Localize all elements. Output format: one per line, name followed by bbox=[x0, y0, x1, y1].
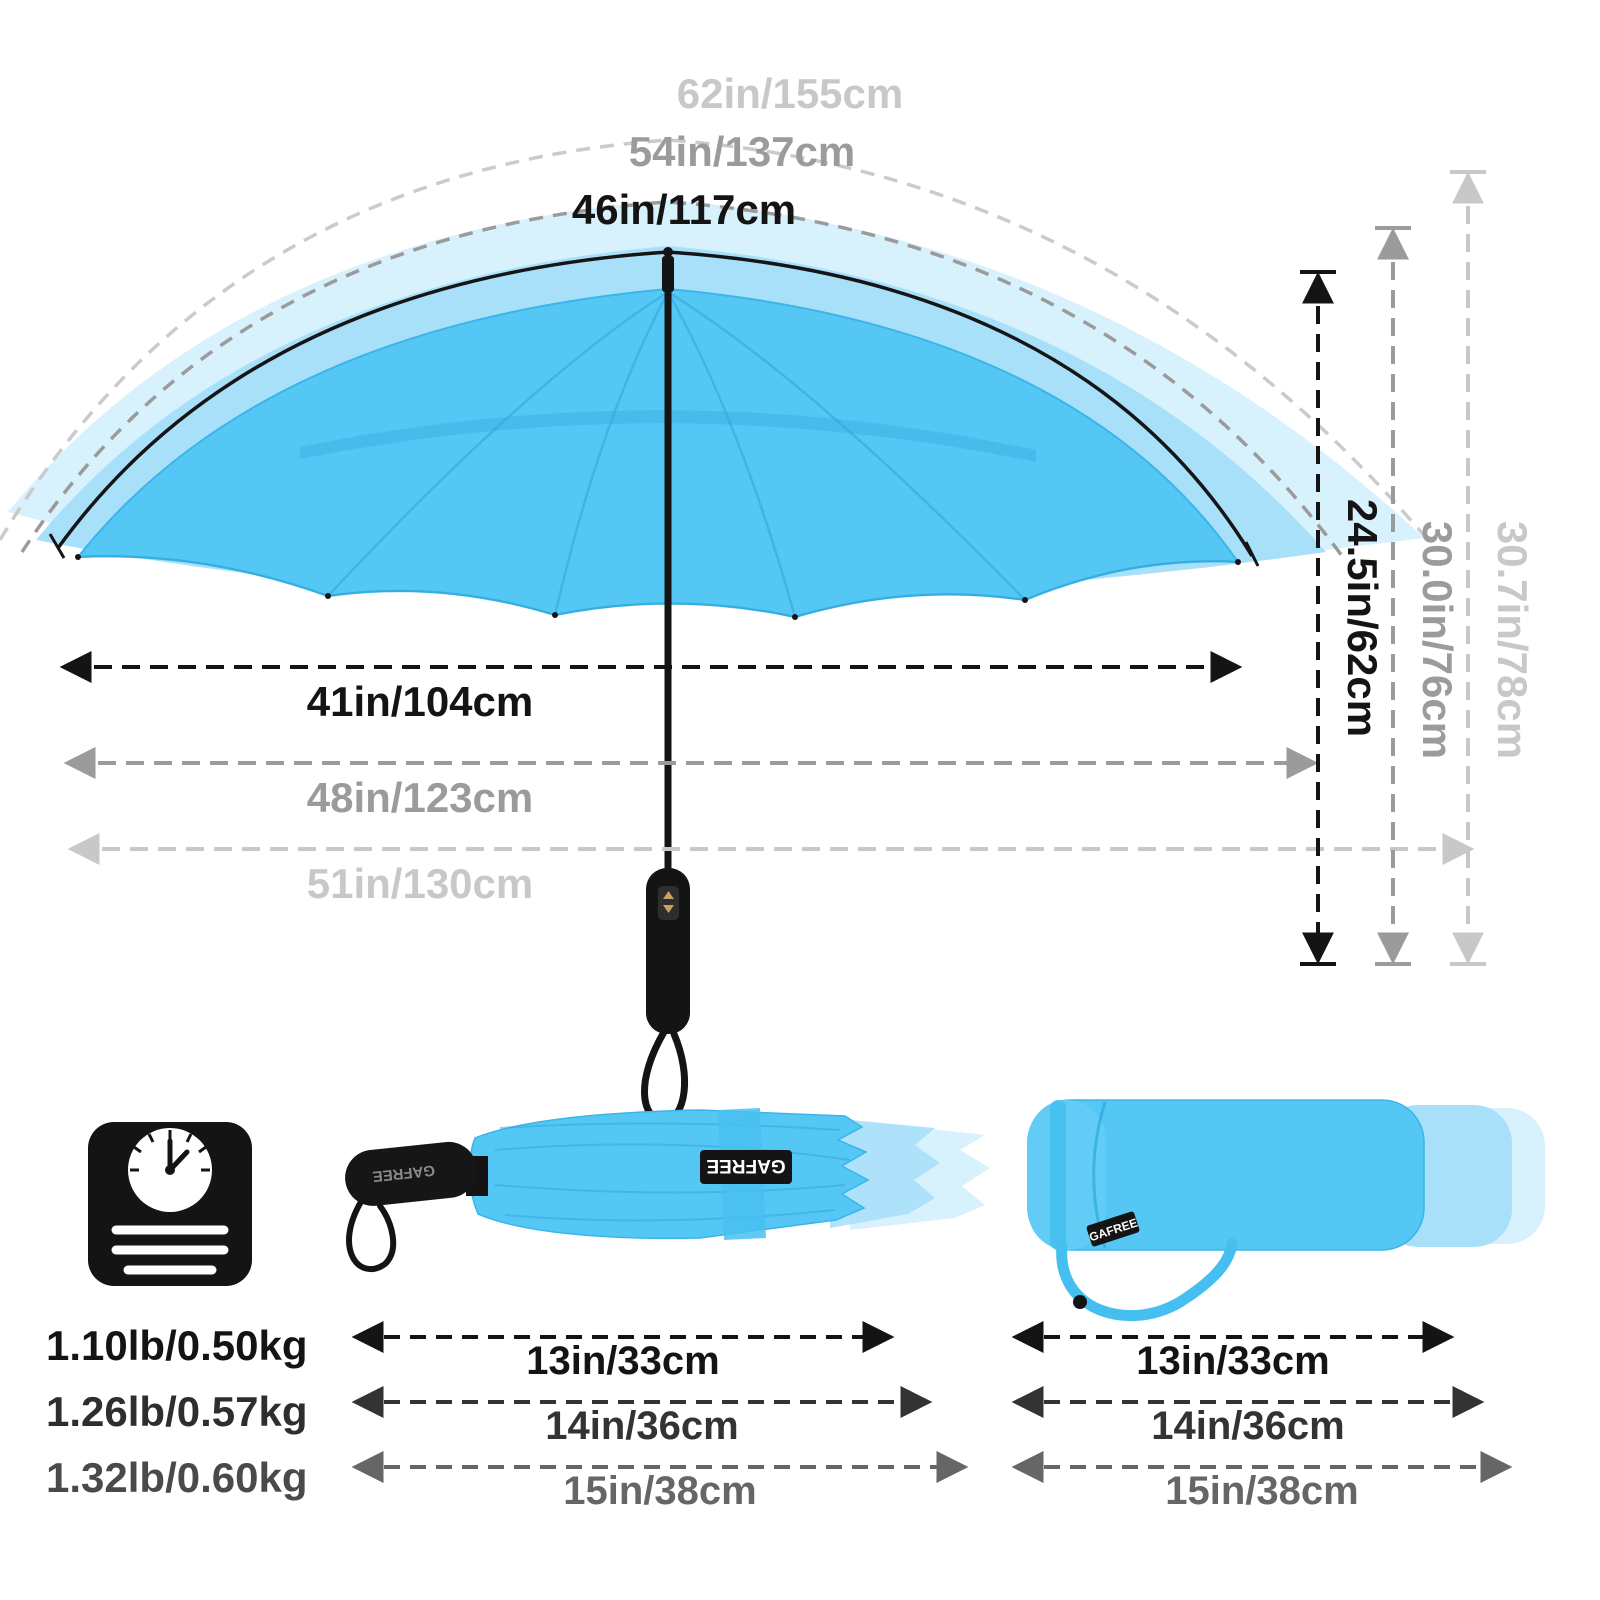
width-label-41in: 41in/104cm bbox=[307, 678, 534, 725]
height-label-30in: 30.0in/76cm bbox=[1414, 521, 1461, 759]
folded-brand-tag bbox=[700, 1150, 792, 1184]
rib-tips bbox=[75, 554, 1241, 620]
scale-icon-lines bbox=[111, 1225, 229, 1275]
arc-label-54in: 54in/137cm bbox=[629, 128, 856, 175]
canopy-hem-shadow bbox=[77, 555, 1239, 619]
sleeve-cord-toggle bbox=[1073, 1295, 1087, 1309]
sleeve-brand-tag bbox=[1086, 1211, 1140, 1247]
height-dimensions: 24.5in/62cm 30.0in/76cm 30.7in/78cm bbox=[1300, 170, 1536, 966]
ferrule bbox=[662, 256, 674, 292]
folded-handle bbox=[345, 1141, 477, 1206]
weight-value-2: 1.26lb/0.57kg bbox=[46, 1388, 308, 1435]
arc-label-62in: 62in/155cm bbox=[677, 70, 904, 117]
scale-dial-ticks bbox=[130, 1130, 210, 1172]
folded-umbrella-illustration: GAFREE GAFREE bbox=[345, 1108, 990, 1272]
weight-value-3: 1.32lb/0.60kg bbox=[46, 1454, 308, 1501]
height-label-30-7in: 30.7in/78cm bbox=[1489, 521, 1536, 759]
folded-handle-brand-text: GAFREE bbox=[372, 1161, 436, 1184]
weight-spec: 1.10lb/0.50kg 1.26lb/0.57kg 1.32lb/0.60k… bbox=[46, 1122, 308, 1501]
sleeve-label-15in: 15in/38cm bbox=[1165, 1469, 1358, 1513]
sleeve-strap-band bbox=[1050, 1100, 1066, 1250]
width-label-48in: 48in/123cm bbox=[307, 774, 534, 821]
folded-pleat-lines bbox=[494, 1122, 851, 1222]
arc-46in-left-tick bbox=[48, 533, 66, 559]
auto-open-button bbox=[658, 886, 679, 920]
sleeve-carry-strap bbox=[1056, 1238, 1238, 1321]
arc-label-46in: 46in/117cm bbox=[572, 186, 796, 233]
canopy-vent-band bbox=[300, 410, 1036, 462]
arc-62in bbox=[0, 138, 1430, 542]
auto-open-button-arrows-icon bbox=[663, 891, 674, 913]
scale-dial-center bbox=[165, 1165, 175, 1175]
arc-46in-right-tick bbox=[1244, 541, 1260, 567]
folded-brand-tag-text: GAFREE bbox=[706, 1155, 785, 1176]
width-label-51in: 51in/130cm bbox=[307, 860, 534, 907]
folded-label-13in: 13in/33cm bbox=[526, 1339, 719, 1383]
folded-canopy-body bbox=[468, 1109, 870, 1240]
sleeve-label-13in: 13in/33cm bbox=[1136, 1339, 1329, 1383]
folded-ghost-medium bbox=[830, 1118, 940, 1228]
height-label-24in: 24.5in/62cm bbox=[1339, 499, 1386, 737]
sleeve-illustration: GAFREE bbox=[1027, 1099, 1545, 1321]
weight-value-1: 1.10lb/0.50kg bbox=[46, 1322, 308, 1369]
width-dimensions: 41in/104cm 48in/123cm 51in/130cm bbox=[59, 651, 1475, 907]
folded-length-dimensions: 13in/33cm 14in/36cm 15in/38cm bbox=[351, 1321, 969, 1513]
sleeve-length-dimensions: 13in/33cm 14in/36cm 15in/38cm bbox=[1011, 1321, 1513, 1513]
open-umbrella-illustration: 62in/155cm 54in/137cm 46in/117cm bbox=[0, 70, 1430, 1126]
canopy-ribs bbox=[327, 290, 1026, 618]
sleeve-label-14in: 14in/36cm bbox=[1151, 1404, 1344, 1448]
folded-label-14in: 14in/36cm bbox=[545, 1404, 738, 1448]
ferrule-tip bbox=[663, 247, 673, 257]
handle-strap bbox=[641, 1028, 689, 1126]
folded-handle-strap bbox=[346, 1197, 397, 1272]
sleeve-end-cap bbox=[1028, 1100, 1106, 1250]
folded-label-15in: 15in/38cm bbox=[563, 1469, 756, 1513]
folded-handle-group: GAFREE bbox=[345, 1141, 477, 1206]
arc-54in bbox=[20, 200, 1344, 558]
